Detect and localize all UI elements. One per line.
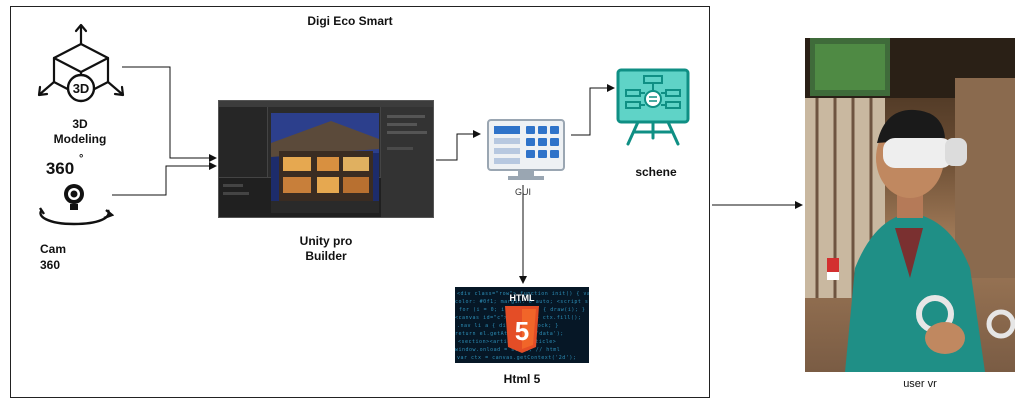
- html5-image: <div class="row"> function init() { var …: [455, 287, 589, 363]
- edge-gui-scene: [571, 84, 615, 136]
- cam-icon-text: 360: [46, 159, 74, 178]
- cam-icon-sup: °: [79, 153, 83, 165]
- 3d-icon-text: 3D: [73, 81, 90, 96]
- html5-logo-icon: HTML 5: [505, 293, 539, 353]
- cam-label-line1: Cam: [40, 242, 67, 256]
- edge-cam-unity: [112, 162, 217, 196]
- cam-label-line2: 360: [40, 258, 61, 272]
- unity-label-line2: Builder: [305, 249, 347, 263]
- gui-monitor-icon: [487, 119, 565, 180]
- gui-label: GUI: [514, 187, 531, 197]
- camera-360-icon: 360 °: [39, 153, 114, 226]
- html5-badge-number: 5: [515, 316, 529, 346]
- modeling-label-line2: Modeling: [53, 132, 107, 146]
- unity-label-line1: Unity pro: [299, 234, 353, 248]
- diagram-title: Digi Eco Smart: [307, 14, 393, 28]
- scene-board-icon: [616, 68, 690, 146]
- user-vr-label: user vr: [903, 378, 937, 390]
- html5-badge-text: HTML: [510, 293, 535, 303]
- html-label: Html 5: [503, 372, 541, 386]
- unity-editor-image: [218, 100, 434, 218]
- system-frame: [10, 6, 710, 398]
- 3d-modeling-icon: 3D: [37, 23, 125, 103]
- edge-modeling-unity: [122, 66, 217, 162]
- scene-label: schene: [635, 165, 677, 179]
- edge-unity-gui: [436, 130, 481, 161]
- vr-user-photo: [805, 38, 1015, 372]
- modeling-label-line1: 3D: [72, 117, 88, 131]
